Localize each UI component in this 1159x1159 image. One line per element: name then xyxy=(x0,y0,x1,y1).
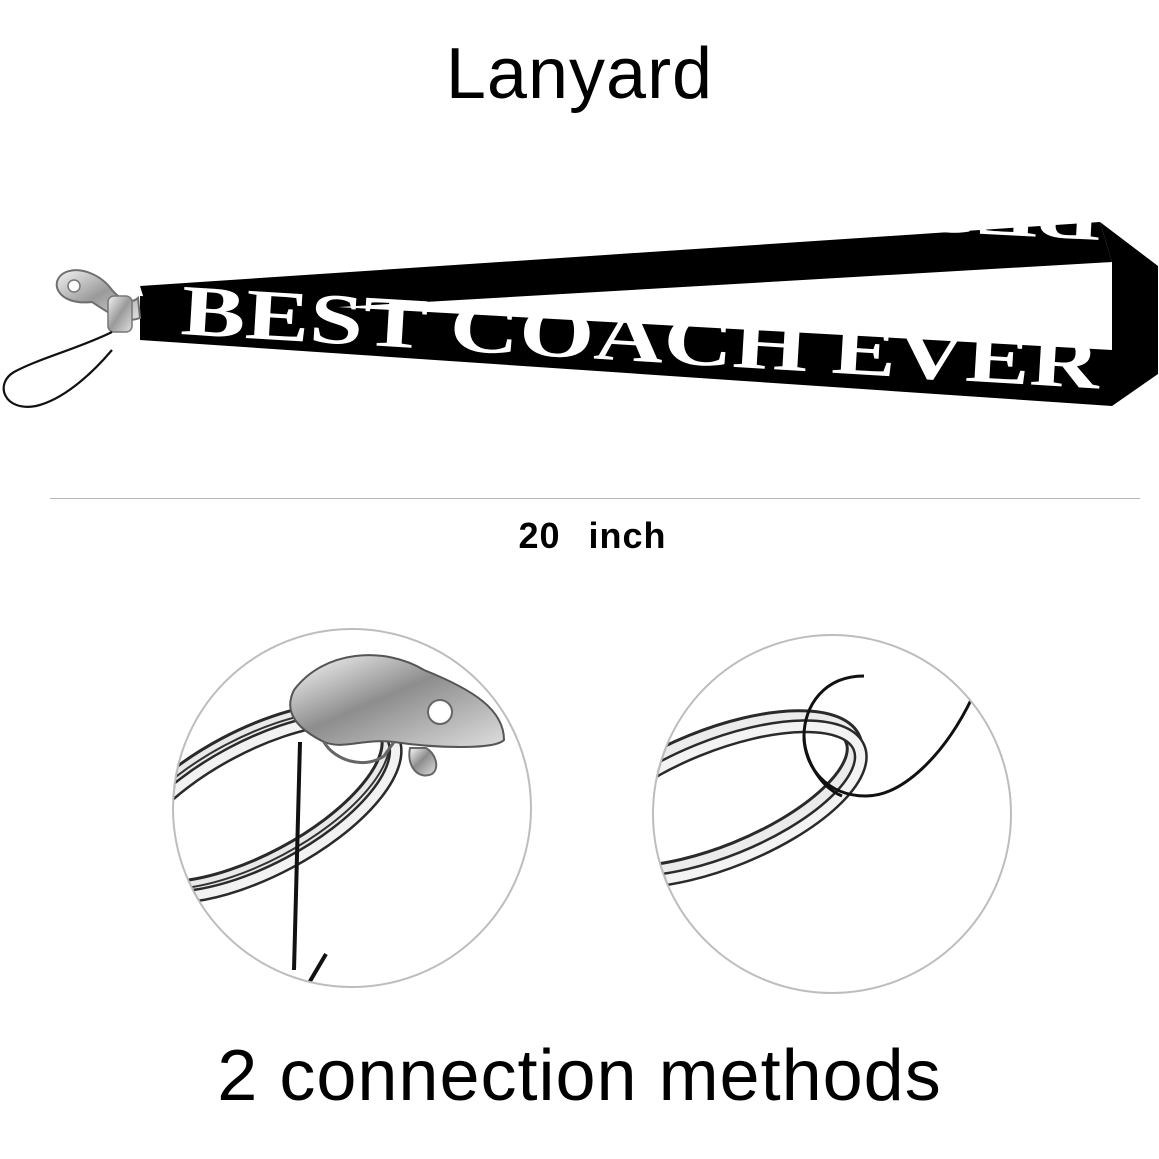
lanyard-strap-illustration: BEST COACH EVER BEST COACH EVER xyxy=(2,200,1158,408)
strap-band-lower xyxy=(140,296,1112,406)
strap-print-upper: BEST COACH EVER xyxy=(199,200,1103,254)
strap-print-lower: BEST COACH EVER xyxy=(179,270,1103,404)
lobster-clasp-detail xyxy=(172,628,532,988)
page-title: Lanyard xyxy=(445,34,714,114)
lobster-clasp-keyring-icon xyxy=(174,654,506,986)
strap-fold-end xyxy=(1100,222,1158,406)
lobster-clasp-icon xyxy=(55,269,142,333)
cord-loop-keyring-icon xyxy=(654,674,974,889)
connection-methods-caption: 2 connection methods xyxy=(217,1036,942,1116)
measurement-divider xyxy=(50,498,1140,499)
measurement-label: 20 inch xyxy=(0,518,1159,554)
cord-loop-icon xyxy=(2,331,113,408)
cord-loop-detail xyxy=(652,634,1012,994)
measurement-unit: inch xyxy=(588,515,667,556)
measurement-value: 20 xyxy=(518,515,561,556)
strap-band-upper xyxy=(140,222,1112,318)
